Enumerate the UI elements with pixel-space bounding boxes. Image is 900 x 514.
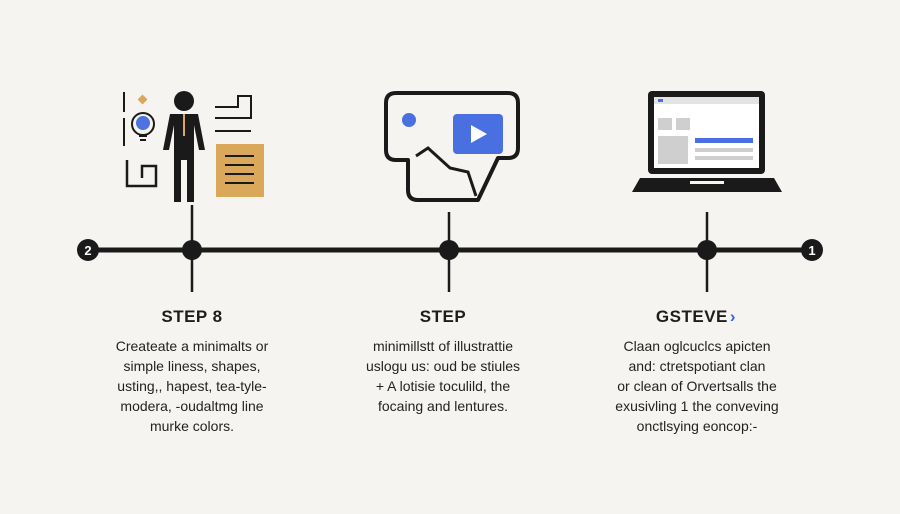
step-1-node: [182, 240, 202, 260]
step-1-line: simple liness, shapes,: [123, 358, 261, 374]
step-3-line: onctlsying eoncop:-: [636, 418, 758, 434]
step-2-line: focaing and lentures.: [378, 398, 508, 414]
step-1-line: modera, -oudaltmg line: [120, 398, 264, 414]
step-2-title: STEP: [419, 307, 467, 326]
businessman-idea-icon: [123, 91, 264, 202]
video-chat-bubble-icon: [384, 91, 520, 202]
step-3-title-text: GSTEVE: [655, 307, 728, 326]
step-1-description: Createate a minimalts or simple liness, …: [92, 336, 292, 436]
step-2-line: + A lotisie toculild, the: [375, 378, 511, 394]
step-3-description: Claan oglcuclcs apicten and: ctretspotia…: [597, 336, 797, 436]
step-1-line: Createate a minimalts or: [115, 338, 269, 354]
step-1-line: usting,, hapest, tea-tyle-: [117, 378, 267, 394]
step-2-line: uslogu us: oud be stiules: [365, 358, 521, 374]
step-3-line: exusivling 1 the conveving: [615, 398, 779, 414]
timeline-start-badge: 2: [77, 239, 99, 261]
step-3-line: and: ctretspotiant clan: [628, 358, 766, 374]
timeline-end-badge: 1: [801, 239, 823, 261]
step-3-title: GSTEVE›: [616, 307, 776, 327]
chevron-right-icon: ›: [729, 307, 737, 326]
step-2-description: minimillstt of illustrattie uslogu us: o…: [343, 336, 543, 416]
step-1-line: murke colors.: [149, 418, 235, 434]
step-2-line: minimillstt of illustrattie: [372, 338, 514, 354]
step-1-title: STEP 8: [161, 307, 223, 326]
step-3-node: [697, 240, 717, 260]
step-3-line: Claan oglcuclcs apicten: [623, 338, 771, 354]
laptop-icon: [632, 91, 782, 192]
step-3-line: or clean of Orvertsalls the: [617, 378, 777, 394]
step-2-node: [439, 240, 459, 260]
